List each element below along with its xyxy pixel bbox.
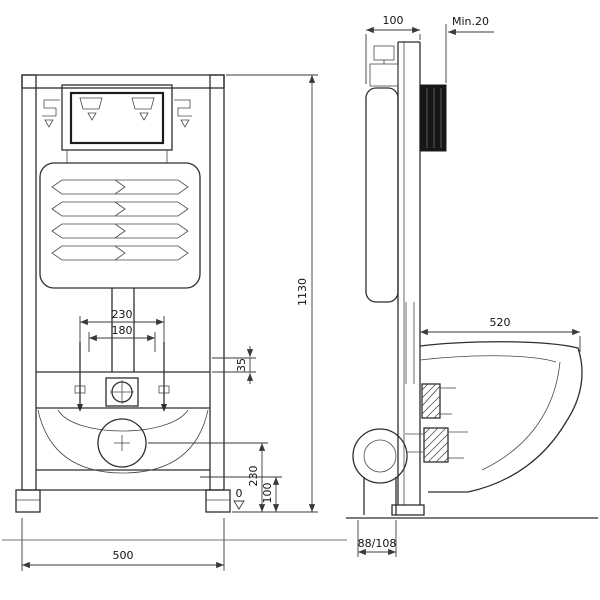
cistern-ribs xyxy=(51,179,189,261)
dim-fixing-outer-label: 230 xyxy=(112,308,133,321)
bowl-front xyxy=(37,409,209,474)
dim-fixing-inner: 180 xyxy=(88,324,156,352)
waste-sleeve-hatch xyxy=(423,427,449,463)
cistern-body xyxy=(39,162,201,289)
button-mark-left xyxy=(87,112,97,121)
flush-pipe-front xyxy=(111,288,135,372)
bowl-profile xyxy=(419,341,583,493)
wall-plate-block xyxy=(419,84,447,152)
side-foot xyxy=(391,504,425,516)
waste-elbow xyxy=(352,428,424,515)
bowl-inner-contour xyxy=(481,361,561,471)
side-cistern-body xyxy=(365,87,399,303)
control-plate xyxy=(42,84,192,163)
left-rail xyxy=(21,74,37,491)
dim-bowl-projection-label: 520 xyxy=(490,316,511,329)
dim-frame-depth: 100 xyxy=(365,14,421,84)
dim-base-width: 500 xyxy=(21,518,225,571)
clip-left xyxy=(42,99,60,117)
pan-bracket xyxy=(36,342,210,412)
dim-min-panel: Min.20 xyxy=(445,15,494,83)
dim-outlet-distance-label: 88/108 xyxy=(358,537,397,550)
front-view: 230 180 35 230 100 0 xyxy=(2,74,347,571)
side-flush-pipe xyxy=(405,302,415,384)
fill-valve xyxy=(369,63,399,87)
dim-fixing-inner-label: 180 xyxy=(112,324,133,337)
clip-mark-left xyxy=(44,119,54,128)
outlet-circle xyxy=(97,418,147,468)
clip-right xyxy=(174,99,192,117)
left-foot xyxy=(15,489,41,513)
dim-lower-height-label: 100 xyxy=(261,483,274,504)
clip-mark-right xyxy=(180,119,190,128)
elbow-outer xyxy=(352,428,408,484)
dim-outlet-height: 230 xyxy=(148,442,268,512)
stud-nut-left xyxy=(74,385,86,394)
right-foot xyxy=(205,489,231,513)
front-frame xyxy=(15,74,231,513)
button-mark-right xyxy=(139,112,149,121)
datum-triangle-icon xyxy=(233,500,245,510)
right-rail xyxy=(209,74,225,491)
dim-outlet-distance: 88/108 xyxy=(357,520,397,557)
dim-lower-height: 100 xyxy=(200,476,282,512)
stud-arrow-left xyxy=(77,404,83,412)
bowl-side xyxy=(419,341,583,493)
bowl-outline xyxy=(37,409,209,474)
dim-outlet-height-label: 230 xyxy=(247,466,260,487)
dim-bowl-projection: 520 xyxy=(420,316,581,352)
bowl-rim-inner xyxy=(419,355,557,363)
dim-fixing-outer: 230 xyxy=(79,308,165,342)
dim-35: 35 xyxy=(212,346,256,384)
flush-sleeve xyxy=(421,383,456,419)
stud-nut-right xyxy=(158,385,170,394)
dim-min-panel-label: Min.20 xyxy=(452,15,489,28)
side-frame xyxy=(391,41,425,516)
flush-button-left xyxy=(79,97,103,110)
floor-datum-label: 0 xyxy=(236,487,243,500)
dim-35-label: 35 xyxy=(235,358,248,372)
elbow-inner xyxy=(363,439,397,473)
side-cistern xyxy=(365,45,399,303)
flush-button-right xyxy=(131,97,155,110)
cistern-front xyxy=(39,162,201,289)
dim-overall-height-label: 1130 xyxy=(296,278,309,306)
flush-bend-box xyxy=(105,377,139,407)
dim-overall-height: 1130 xyxy=(226,74,318,513)
plate-outer xyxy=(61,84,173,151)
floor-datum: 0 xyxy=(233,487,245,510)
supply-fitting xyxy=(373,45,395,61)
plate-inner xyxy=(69,91,165,145)
side-view: 100 Min.20 520 88/108 xyxy=(346,14,598,557)
stud-arrow-right xyxy=(161,404,167,412)
dim-frame-depth-label: 100 xyxy=(383,14,404,27)
dim-base-width-label: 500 xyxy=(113,549,134,562)
flush-sleeve-hatch xyxy=(421,383,441,419)
bowl-inner xyxy=(57,409,189,432)
waste-sleeve xyxy=(423,427,468,463)
top-crossbar xyxy=(21,74,225,89)
